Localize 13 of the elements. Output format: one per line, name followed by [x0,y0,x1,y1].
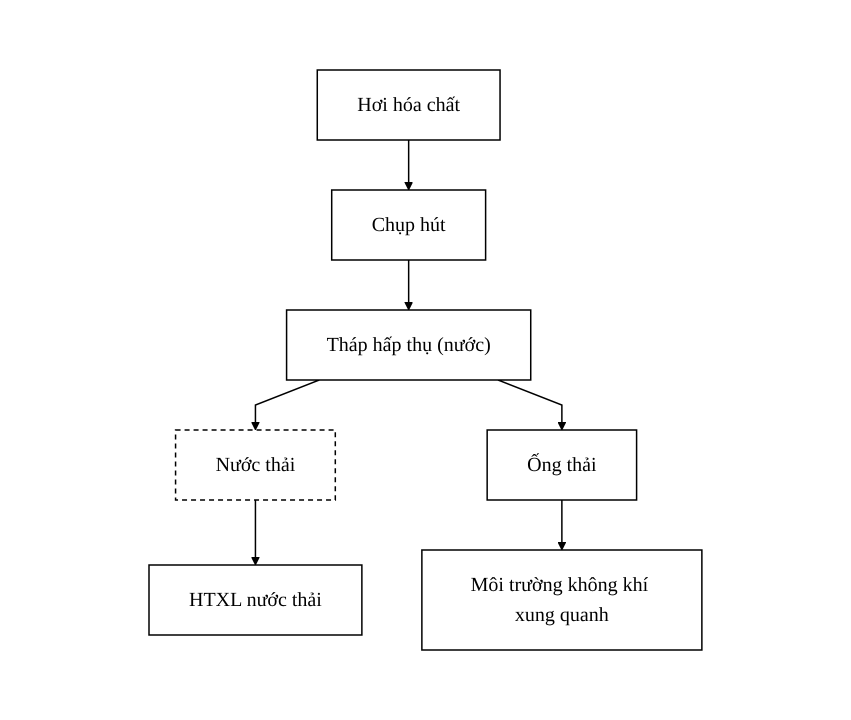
node-box: Nước thải [174,429,336,501]
arrow [251,500,260,566]
node-box: Môi trường không khí xung quanh [421,549,703,651]
arrow [404,260,414,310]
arrow [558,500,566,550]
arrow [498,379,566,430]
node-box: Ống thải [486,429,638,501]
node-box: Hơi hóa chất [316,69,501,141]
node-box: HTXL nước thải [148,564,363,636]
node-box: Tháp hấp thụ (nước) [286,309,532,381]
arrow [251,379,320,430]
arrow [404,140,414,190]
node-box: Chụp hút [331,189,486,261]
